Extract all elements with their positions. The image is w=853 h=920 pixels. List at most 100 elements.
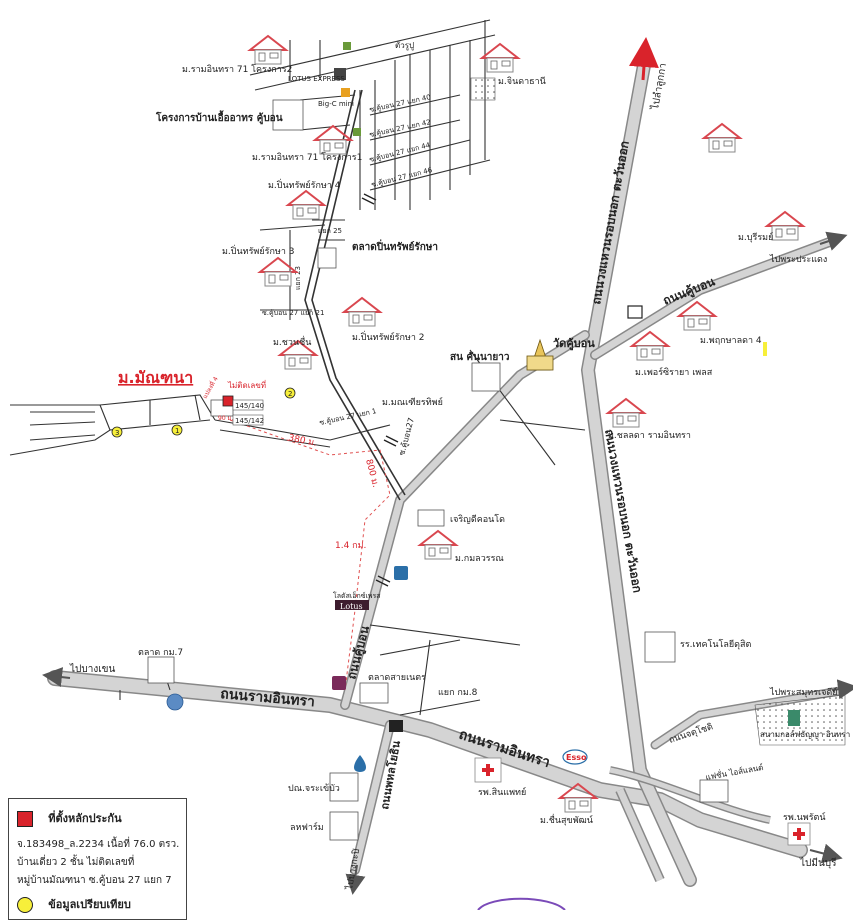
map-legend: ที่ตั้งหลักประกัน จ.183498_ล.2234 เนื้อท…	[8, 798, 187, 920]
lotus-express-icon	[334, 68, 346, 80]
stamp-seal	[477, 897, 566, 910]
lotus-logo	[335, 600, 369, 610]
legend-marker-icon	[17, 811, 33, 827]
road-kubon-east	[590, 235, 840, 360]
road-south	[350, 720, 395, 875]
legend-compare-label: ข้อมูลเปรียบเทียบ	[48, 898, 131, 911]
legend-compare-row: ข้อมูลเปรียบเทียบ	[17, 895, 131, 913]
place-market-pinthong: ตลาดปิ่นทรัพย์รักษา	[352, 239, 438, 253]
road-ramintra	[47, 670, 808, 858]
village-ekkarat: ม.บุรีรมย์	[738, 231, 773, 243]
bank-icon	[332, 676, 346, 690]
house-icon	[287, 190, 325, 220]
mega-box	[699, 779, 729, 803]
road-soi-kubon-27	[304, 89, 406, 501]
place-bigc: Big-C mini	[318, 100, 354, 108]
pt-station-icon	[389, 720, 403, 732]
house-145-140: 145/140	[235, 402, 264, 410]
village-mantana-title: ม.มัณฑนา	[118, 368, 193, 387]
market-box	[317, 247, 337, 269]
house-icon	[249, 35, 287, 65]
house-icon	[259, 257, 297, 287]
place-mega: แฟชั่น ไอส์แลนด์	[704, 761, 764, 782]
compare-pin-2: 2	[284, 387, 296, 399]
house-icon	[631, 331, 669, 361]
dir-phrapradaeng: ไปพระประแดง	[769, 254, 827, 265]
dir-bangkhen: ไปบางเขน	[69, 663, 115, 675]
property-width: 90 ม.	[218, 415, 233, 422]
road-label-soi-27-46: ซ.คู้บอน 27 แยก 46	[371, 166, 434, 189]
place-project-ua: โครงการบ้านเอื้ออาทร คู้บอน	[155, 110, 283, 125]
house-icon	[703, 123, 741, 153]
car-dealer-icon	[627, 305, 643, 319]
minor-roads	[9, 19, 586, 716]
condo-box	[417, 509, 445, 527]
place-talat-km7: ตลาด กม.7	[138, 648, 183, 658]
village-ramintra71-2: ม.รามอินทรา 71 โครงการ2	[182, 64, 292, 75]
place-sanam: สน คันนายาว	[450, 351, 510, 363]
dir-phrasamutjedi: ไปพระสมุทรเจดีย์	[769, 686, 838, 698]
rail-crossings	[361, 193, 399, 587]
legend-marker-row: ที่ตั้งหลักประกัน	[17, 809, 122, 827]
place-lotus-brand: Lotus	[340, 602, 363, 611]
ptt-icon	[166, 693, 184, 711]
road-label-soi-25: แยก 25	[318, 227, 342, 235]
dir-minburi: ไปมีนบุรี	[799, 857, 837, 869]
compare-marker	[763, 342, 767, 356]
legend-compare-icon	[17, 897, 33, 913]
place-hosp-sinpat: รพ.สินแพทย์	[478, 786, 526, 798]
brand-esso: Esso	[566, 753, 587, 762]
village-chinda: ม.จินดาธานี	[498, 76, 546, 87]
place-seven-label: ตัวรูปู	[395, 41, 414, 51]
legend-line1: จ.183498_ล.2234 เนื้อที่ 76.0 ตรว.	[17, 839, 180, 850]
place-lakhon: ลหฟาร์ม	[290, 821, 324, 833]
property-plot: แปลงที่ 4	[201, 375, 220, 400]
place-intersection-km8: แยก กม.8	[438, 688, 478, 698]
saimai-box	[359, 682, 389, 704]
house-145-142: 145/142	[235, 417, 264, 425]
project-box	[272, 99, 304, 131]
village-pruksa4: ม.พฤกษาลดา 4	[700, 336, 762, 346]
property-no-number: ไม่ติดเลขที่	[227, 379, 266, 390]
temple-icon	[526, 338, 554, 371]
village-pinthong-2: ม.ปิ่นทรัพย์รักษา 2	[352, 330, 425, 343]
oil-drop-icon	[354, 755, 366, 772]
sanam-box	[471, 362, 501, 392]
road-chatuchot	[650, 685, 850, 750]
house-145-140-box	[232, 399, 264, 411]
village-pinthong-4: ม.ปิ่นทรัพย์รักษา 4	[268, 178, 341, 191]
pano-box	[329, 772, 359, 802]
village-ramintra71-1: ม.รามอินทรา 71 โครงการ1	[252, 152, 362, 163]
place-wat-kubon: วัดคู้บอน	[553, 337, 595, 351]
seven-eleven-icon	[353, 128, 361, 136]
dir-lamlukka: ไปลำลูกกา	[649, 62, 669, 111]
place-sport-field: สนามกอล์ฟธัญญา อินทรา	[760, 729, 850, 739]
legend-line2: บ้านเดี่ยว 2 ชั้น ไม่ติดเลขที่	[17, 857, 135, 868]
road-label-soi-27-21: ซ.คู้บอน 27 แยก 21	[262, 309, 324, 317]
place-rr-tech: รร.เทคโนโลยีดุสิต	[680, 639, 752, 650]
village-chollada: ม.ชลลดา รามอินทรา	[608, 430, 691, 441]
place-pano: ปณ.จระเข้บัว	[288, 783, 340, 794]
svg-text:2: 2	[288, 390, 292, 398]
road-outer-ring	[580, 53, 771, 887]
place-lotus-express: LOTUS EXPRESS	[288, 75, 345, 83]
place-talat-saimai: ตลาดสายเนตร	[368, 673, 426, 683]
property-marker	[222, 395, 234, 407]
village-mansart: ม.มณเฑียรทิพย์	[382, 396, 443, 408]
village-chanchuen: ม.ชวนชื่น	[273, 335, 311, 348]
village-pinthong-3: ม.ปิ่นทรัพย์รักษา 3	[222, 244, 295, 257]
svg-text:1: 1	[175, 427, 179, 435]
compare-pin-1: 1	[171, 424, 183, 436]
place-charoen-condo: เจริญดีคอนโด	[450, 514, 505, 525]
road-label-soi-27: ซ.คู้บอน27	[397, 417, 417, 457]
lakhon-box	[329, 811, 359, 841]
road-kubon	[340, 330, 590, 710]
village-sukprasert: ม.ชื่นสุขพัฒน์	[540, 813, 593, 826]
market-km7-box	[147, 656, 175, 684]
direction-arrows	[42, 37, 853, 895]
village-grid-icon	[470, 77, 496, 101]
house-icon	[678, 301, 716, 331]
place-lotus-big: โลตัสเอ็กซ์เพรส	[333, 591, 381, 600]
distance-1-4: 1.4 กม.	[335, 541, 366, 551]
gas-station-icon	[394, 566, 408, 580]
